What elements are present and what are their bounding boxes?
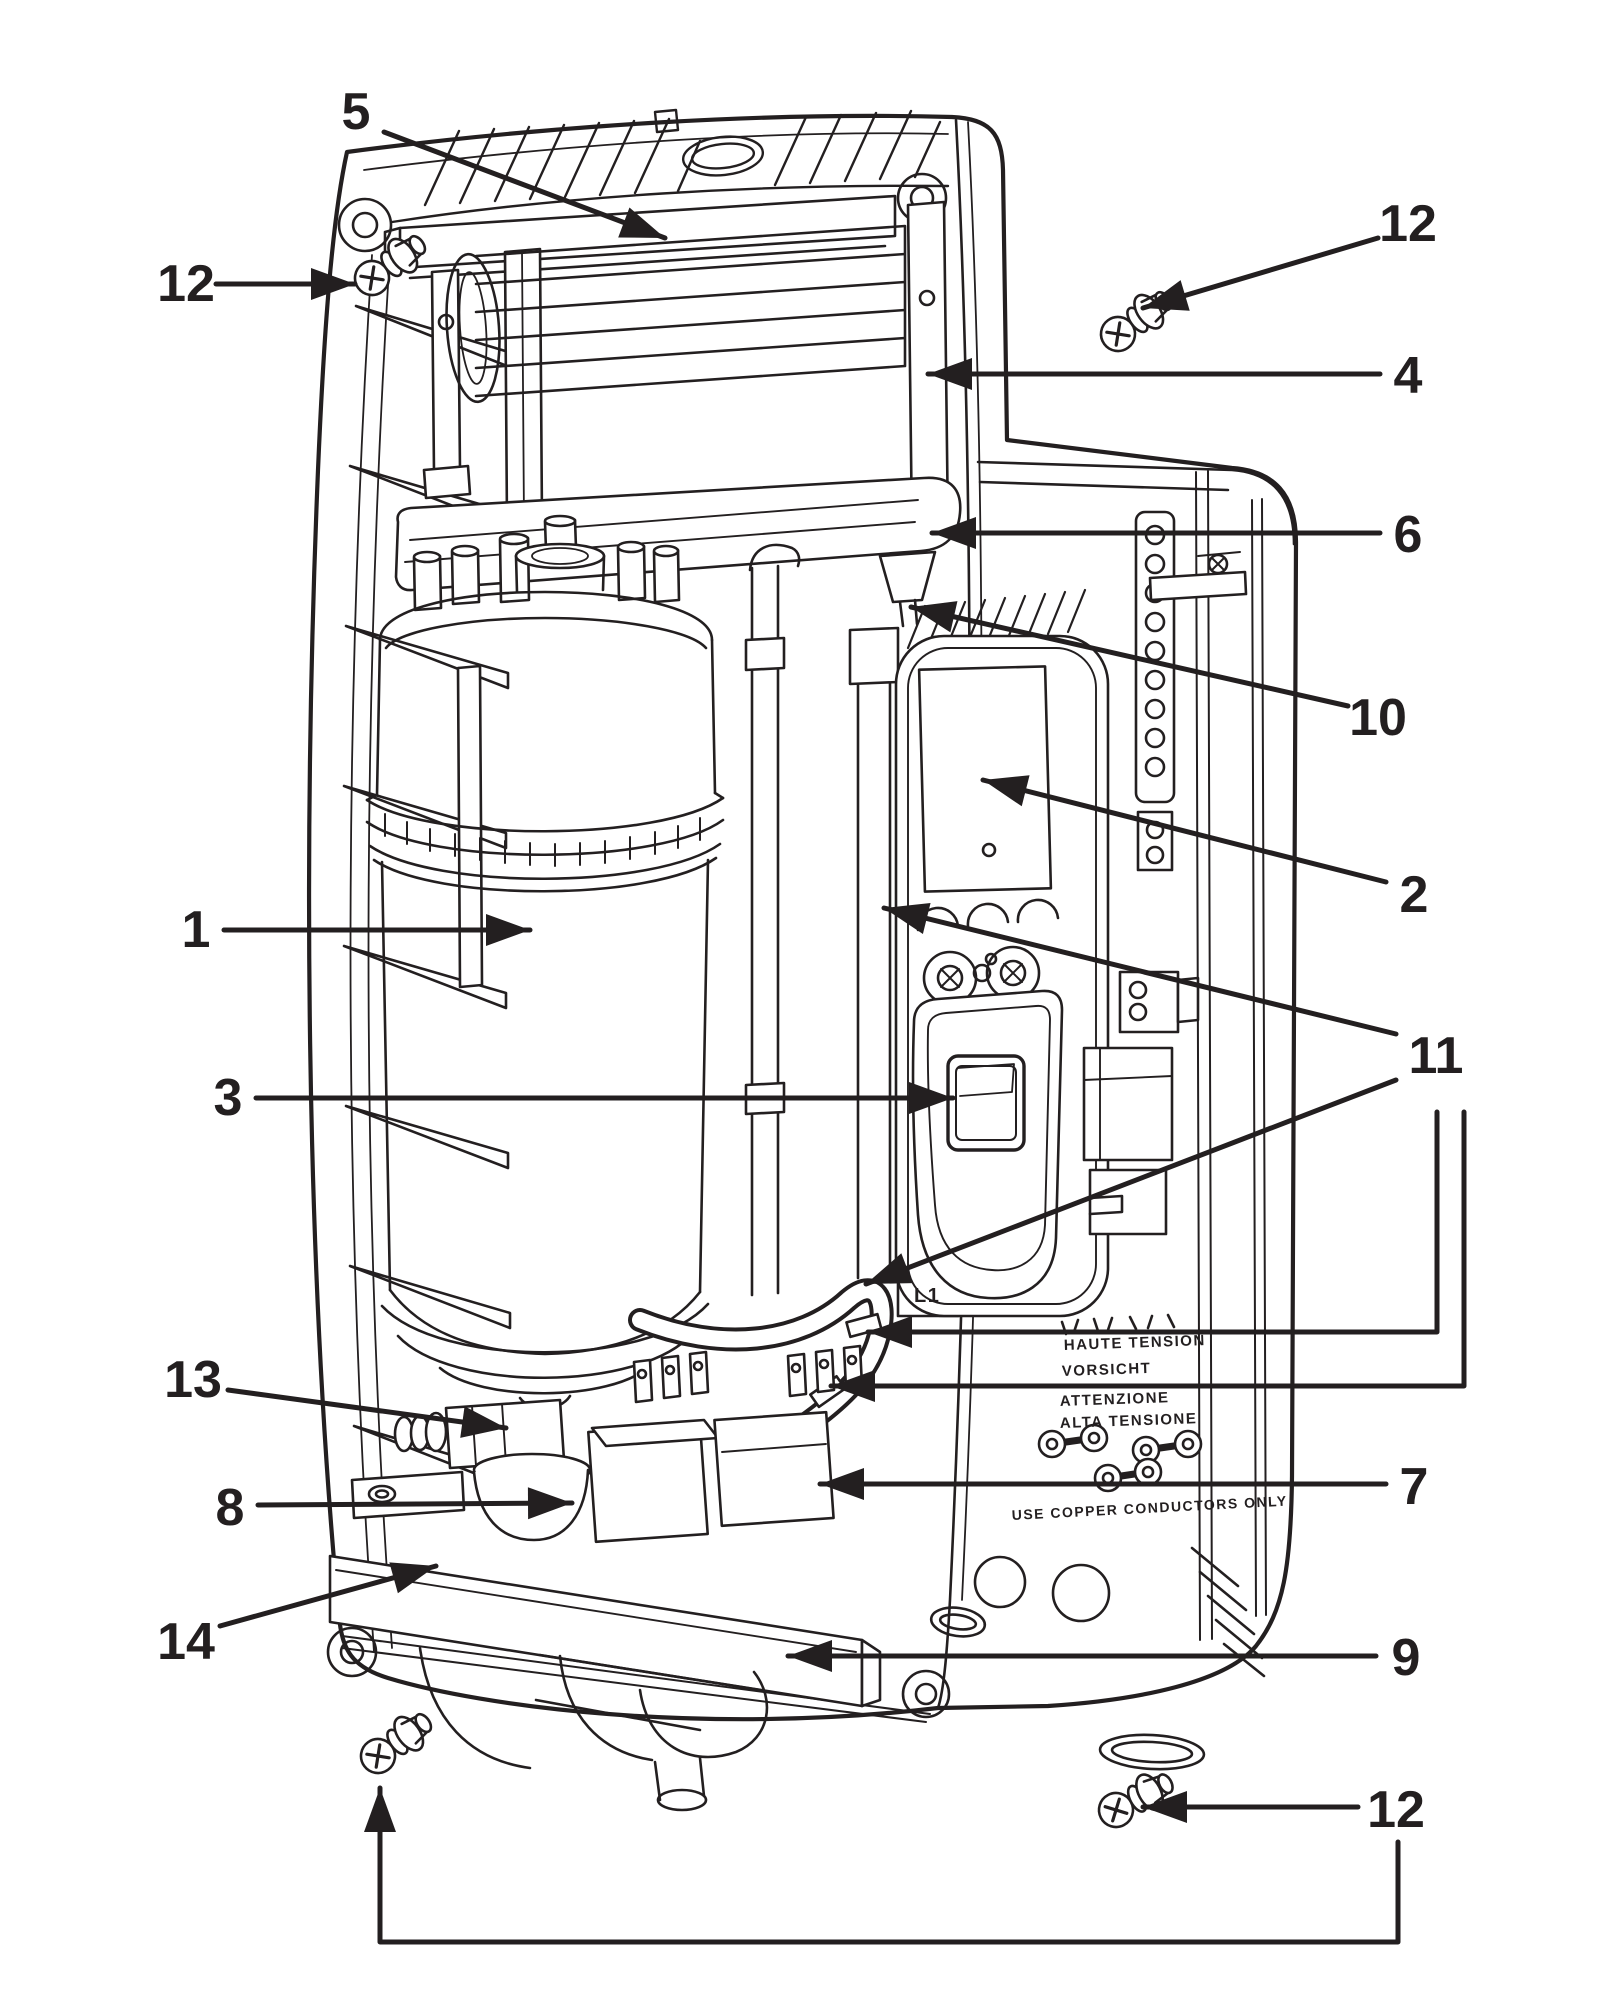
callout-number: 12: [1367, 1781, 1425, 1839]
cylinder-top-rim: [378, 590, 714, 650]
connector-strip: [1134, 510, 1176, 872]
callout-12: 12: [157, 255, 358, 313]
top-terminal-plate: [1148, 551, 1248, 602]
callout-12: 12: [1140, 195, 1437, 311]
callout-4: 4: [925, 347, 1423, 405]
leader-line: [865, 1109, 1440, 1335]
mounting-bracket: [1118, 970, 1200, 1034]
left-wall-inner-lines: [349, 251, 393, 1653]
cylinder-bottom-dome: [380, 1288, 710, 1410]
warning-label-text: ALTA TENSIONE: [1060, 1410, 1198, 1432]
callout-5: 5: [342, 83, 668, 241]
callout-6: 6: [929, 506, 1423, 564]
warning-label-text: L1: [914, 1285, 940, 1307]
display-screen[interactable]: [917, 665, 1053, 893]
callout-number: 5: [342, 83, 371, 141]
callout-14: 14: [157, 1562, 439, 1671]
callout-12: 12: [364, 1781, 1425, 1945]
jumper-terminal-icons: [1037, 1423, 1203, 1493]
electrical-panel: [1037, 510, 1248, 1493]
callout-10: 10: [908, 601, 1407, 747]
callout-2: 2: [980, 775, 1429, 924]
warning-label-text: VORSICHT: [1062, 1360, 1152, 1380]
knockout-holes: [929, 1555, 1206, 1771]
callout-13: 13: [164, 1351, 509, 1438]
callout-number: 6: [1394, 506, 1423, 564]
callout-number: 2: [1400, 866, 1429, 924]
bottom-foot-pad: [1098, 1733, 1206, 1771]
callout-number: 4: [1394, 347, 1423, 405]
callout-8: 8: [216, 1479, 575, 1537]
handle-slot: [929, 1606, 987, 1638]
cylinder-body: [375, 638, 717, 1294]
leader-line: [381, 129, 668, 241]
switch-rocker: [946, 1054, 1026, 1152]
callout-9: 9: [785, 1629, 1421, 1687]
grille-notch: [653, 108, 680, 134]
callout-number: 12: [157, 255, 215, 313]
callout-number: 1: [182, 901, 211, 959]
leader-line: [377, 1785, 1401, 1945]
bottom-right-louvers: [1190, 1546, 1266, 1678]
callout-1: 1: [182, 901, 533, 959]
grille-oval-hole: [681, 135, 765, 177]
leader-line: [828, 1109, 1467, 1389]
callout-number: 10: [1349, 689, 1407, 747]
contactor: [586, 1410, 835, 1544]
leader-line: [225, 1387, 509, 1431]
callout-number: 7: [1400, 1458, 1429, 1516]
steam-cylinder: [365, 514, 725, 1410]
callout-number: 3: [214, 1069, 243, 1127]
screw-bottom-left: [351, 1702, 441, 1783]
sump-pipes: [418, 1646, 769, 1812]
callout-number: 8: [216, 1479, 245, 1537]
control-panel: [894, 634, 1110, 1318]
side-wall-rails: [1195, 470, 1267, 1641]
cylinder-collar-ring: [365, 791, 725, 893]
callout-number: 12: [1379, 195, 1437, 253]
cylinder-top-fittings: [412, 514, 681, 612]
callout-number: 13: [164, 1351, 222, 1409]
callout-number: 11: [1409, 1027, 1464, 1085]
case-silhouette: [306, 113, 1299, 1722]
leader-line: [255, 1500, 575, 1508]
callout-number: 14: [157, 1613, 215, 1671]
contactor-terminals: [632, 1344, 864, 1404]
riser-tubes: [744, 543, 900, 1297]
leader-line: [980, 777, 1389, 885]
callout-7: 7: [817, 1458, 1429, 1516]
breaker-blocks: [1082, 1046, 1174, 1236]
leader-line: [908, 604, 1351, 709]
callout-3: 3: [214, 1069, 956, 1127]
display-led: [981, 842, 997, 858]
tray-outlet-funnel: [878, 550, 937, 604]
callout-number: 9: [1392, 1629, 1421, 1687]
warning-label-text: USE COPPER CONDUCTORS ONLY: [1011, 1493, 1288, 1523]
top-assembly: [383, 194, 1087, 650]
callout-11: 11: [828, 902, 1467, 1402]
warning-label-text: HAUTE TENSION: [1064, 1332, 1207, 1354]
leader-line: [881, 905, 1399, 1037]
power-switch[interactable]: [911, 989, 1064, 1300]
warning-label-text: ATTENZIONE: [1060, 1389, 1170, 1410]
heat-exchanger-drum: [445, 224, 907, 404]
top-grille: [390, 108, 950, 224]
leader-line: [863, 1077, 1399, 1287]
clipped-text-fragments: [1060, 1313, 1176, 1336]
switch-shield-bezel: [911, 989, 1064, 1300]
side-wall-top-edge: [976, 460, 1296, 546]
